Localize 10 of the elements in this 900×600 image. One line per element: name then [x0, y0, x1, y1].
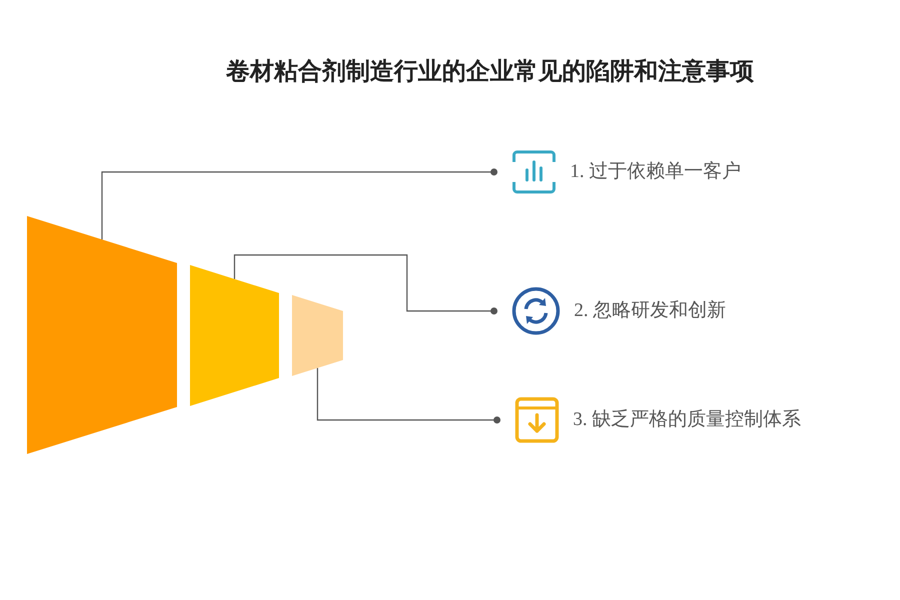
trapezoid-shape	[190, 265, 279, 406]
leader-line	[101, 168, 498, 240]
item-text: 3. 缺乏严格的质量控制体系	[573, 408, 801, 432]
title: 卷材粘合剂制造行业的企业常见的陷阱和注意事项	[225, 57, 755, 87]
trapezoid-shape	[27, 216, 177, 454]
leader-line	[234, 254, 498, 314]
item-text: 2. 忽略研发和创新	[574, 298, 726, 323]
trapezoid-shape	[292, 295, 343, 376]
item-text: 1. 过于依赖单一客户	[570, 160, 741, 184]
leader-line	[316, 368, 500, 424]
